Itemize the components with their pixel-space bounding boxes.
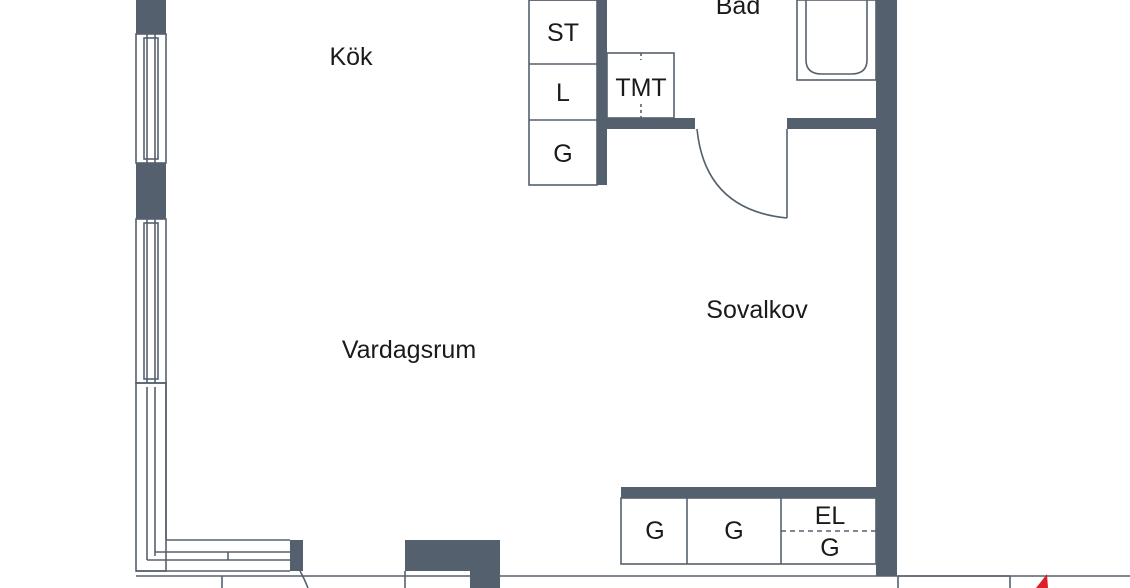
tmt-label: TMT	[615, 74, 666, 102]
right-exterior-wall	[876, 0, 897, 576]
window-bottom	[136, 383, 290, 572]
wardrobes: G G EL G	[620, 487, 877, 565]
kitchen-cabinets: ST L G	[528, 0, 598, 186]
bathtub	[796, 0, 877, 81]
compass-arrow-icon	[1036, 574, 1048, 588]
electric-cabinet-label: EL	[815, 502, 846, 530]
left-exterior-wall	[135, 0, 303, 572]
l-cabinet-label: L	[556, 79, 570, 107]
room-label-kitchen: Kök	[329, 43, 373, 71]
g-cabinet-label: G	[553, 140, 572, 168]
tmt-fixture: TMT	[606, 52, 675, 119]
wardrobe-g1-label: G	[645, 517, 664, 545]
wardrobe-g2-label: G	[724, 517, 743, 545]
wardrobe-el-g-label: G	[820, 534, 839, 562]
stove-label: ST	[547, 19, 579, 47]
window-left-middle	[135, 218, 167, 384]
room-label-bathroom: Bad	[716, 0, 760, 20]
bathroom-walls	[597, 0, 876, 185]
window-left-lower	[135, 382, 167, 572]
room-label-bedroom-alcove: Sovalkov	[706, 296, 808, 324]
bathroom-door	[696, 128, 788, 219]
room-label-living-room: Vardagsrum	[342, 336, 476, 364]
window-left-upper	[135, 33, 167, 164]
bottom-wall	[136, 540, 1130, 588]
